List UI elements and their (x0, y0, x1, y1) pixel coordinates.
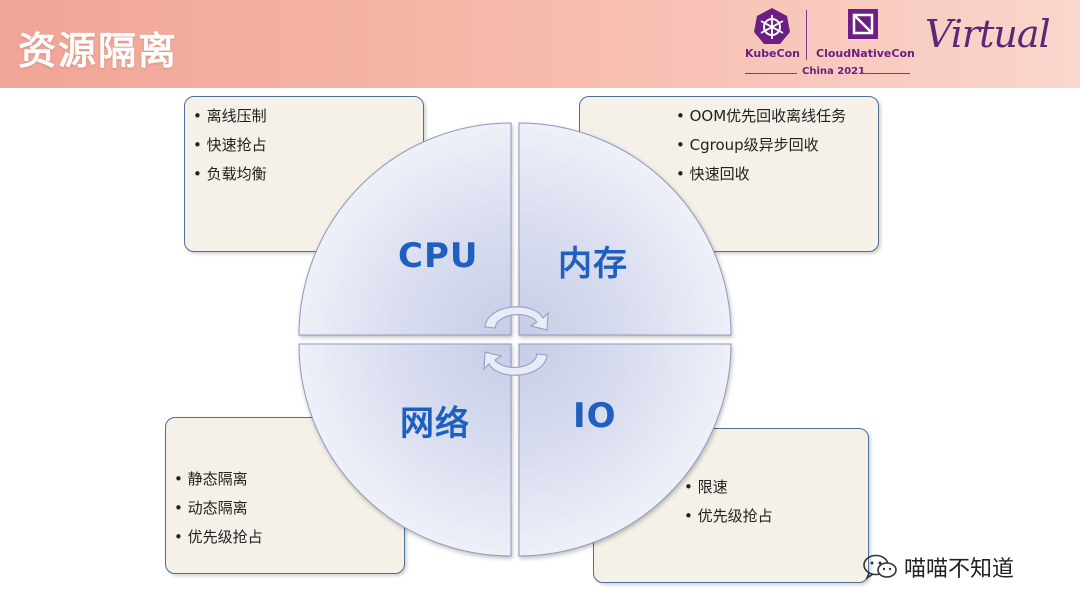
event-label: China 2021 (802, 66, 866, 77)
list-item: 限速 (684, 473, 773, 502)
list-item: 快速回收 (676, 160, 846, 189)
watermark: 喵喵不知道 (862, 552, 1014, 582)
kubecon-label: KubeCon (745, 47, 800, 60)
cycle-arrows-icon (483, 306, 549, 376)
memory-quadrant (518, 122, 732, 336)
network-list: 静态隔离 动态隔离 优先级抢占 (174, 465, 263, 552)
cloudnativecon-logo (845, 6, 881, 46)
cpu-quadrant (298, 122, 512, 336)
logo-divider (806, 10, 807, 60)
io-list: 限速 优先级抢占 (684, 473, 773, 531)
memory-list: OOM优先回收离线任务 Cgroup级异步回收 快速回收 (676, 102, 847, 189)
event-line-left (745, 73, 797, 74)
cloudnativecon-label: CloudNativeCon (816, 47, 915, 60)
list-item: 离线压制 (193, 102, 267, 131)
list-item: Cgroup级异步回收 (676, 131, 846, 160)
list-item: 静态隔离 (174, 465, 263, 494)
slide-title: 资源隔离 (18, 29, 179, 73)
list-item: 负载均衡 (193, 160, 267, 189)
list-item: OOM优先回收离线任务 (676, 102, 847, 131)
slide-header: 资源隔离 KubeCon CloudNativeCon China 2021 V… (0, 0, 1080, 88)
list-item: 优先级抢占 (684, 502, 773, 531)
event-line-right (862, 73, 910, 74)
io-quadrant (518, 343, 732, 557)
io-label: IO (573, 396, 617, 436)
cpu-list: 离线压制 快速抢占 负载均衡 (193, 102, 267, 189)
kubernetes-helm-icon (754, 8, 790, 44)
kubecon-logo (752, 6, 792, 50)
memory-label: 内存 (558, 244, 628, 284)
network-label: 网络 (400, 404, 470, 444)
watermark-text: 喵喵不知道 (904, 557, 1015, 582)
network-quadrant (298, 343, 512, 557)
list-item: 快速抢占 (193, 131, 267, 160)
list-item: 动态隔离 (174, 494, 263, 523)
cncf-icon (848, 9, 878, 39)
cpu-label: CPU (398, 236, 479, 276)
wechat-icon (863, 554, 897, 581)
virtual-wordmark: Virtual (925, 12, 1051, 56)
list-item: 优先级抢占 (174, 523, 263, 552)
